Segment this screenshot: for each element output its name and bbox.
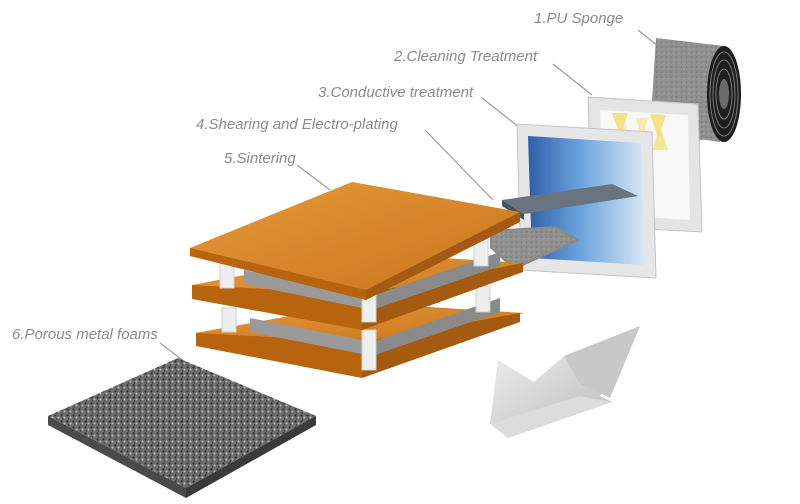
label-shearing-electroplating: 4.Shearing and Electro-plating: [196, 116, 398, 133]
label-porous-metal-foams: 6.Porous metal foams: [12, 326, 158, 343]
heater-bar: [250, 318, 372, 356]
porous-metal-foam: [48, 358, 316, 498]
label-conductive-treatment: 3.Conductive treatment: [318, 84, 474, 101]
label-pu-sponge: 1.PU Sponge: [534, 10, 624, 27]
down-left-arrow-icon: [490, 326, 640, 438]
label-cleaning-treatment: 2.Cleaning Treatment: [394, 48, 538, 65]
coated-strip: [502, 184, 638, 214]
leader-lines: [159, 29, 664, 363]
label-sintering: 5.Sintering: [224, 150, 296, 167]
sintering-furnace: [190, 182, 523, 378]
